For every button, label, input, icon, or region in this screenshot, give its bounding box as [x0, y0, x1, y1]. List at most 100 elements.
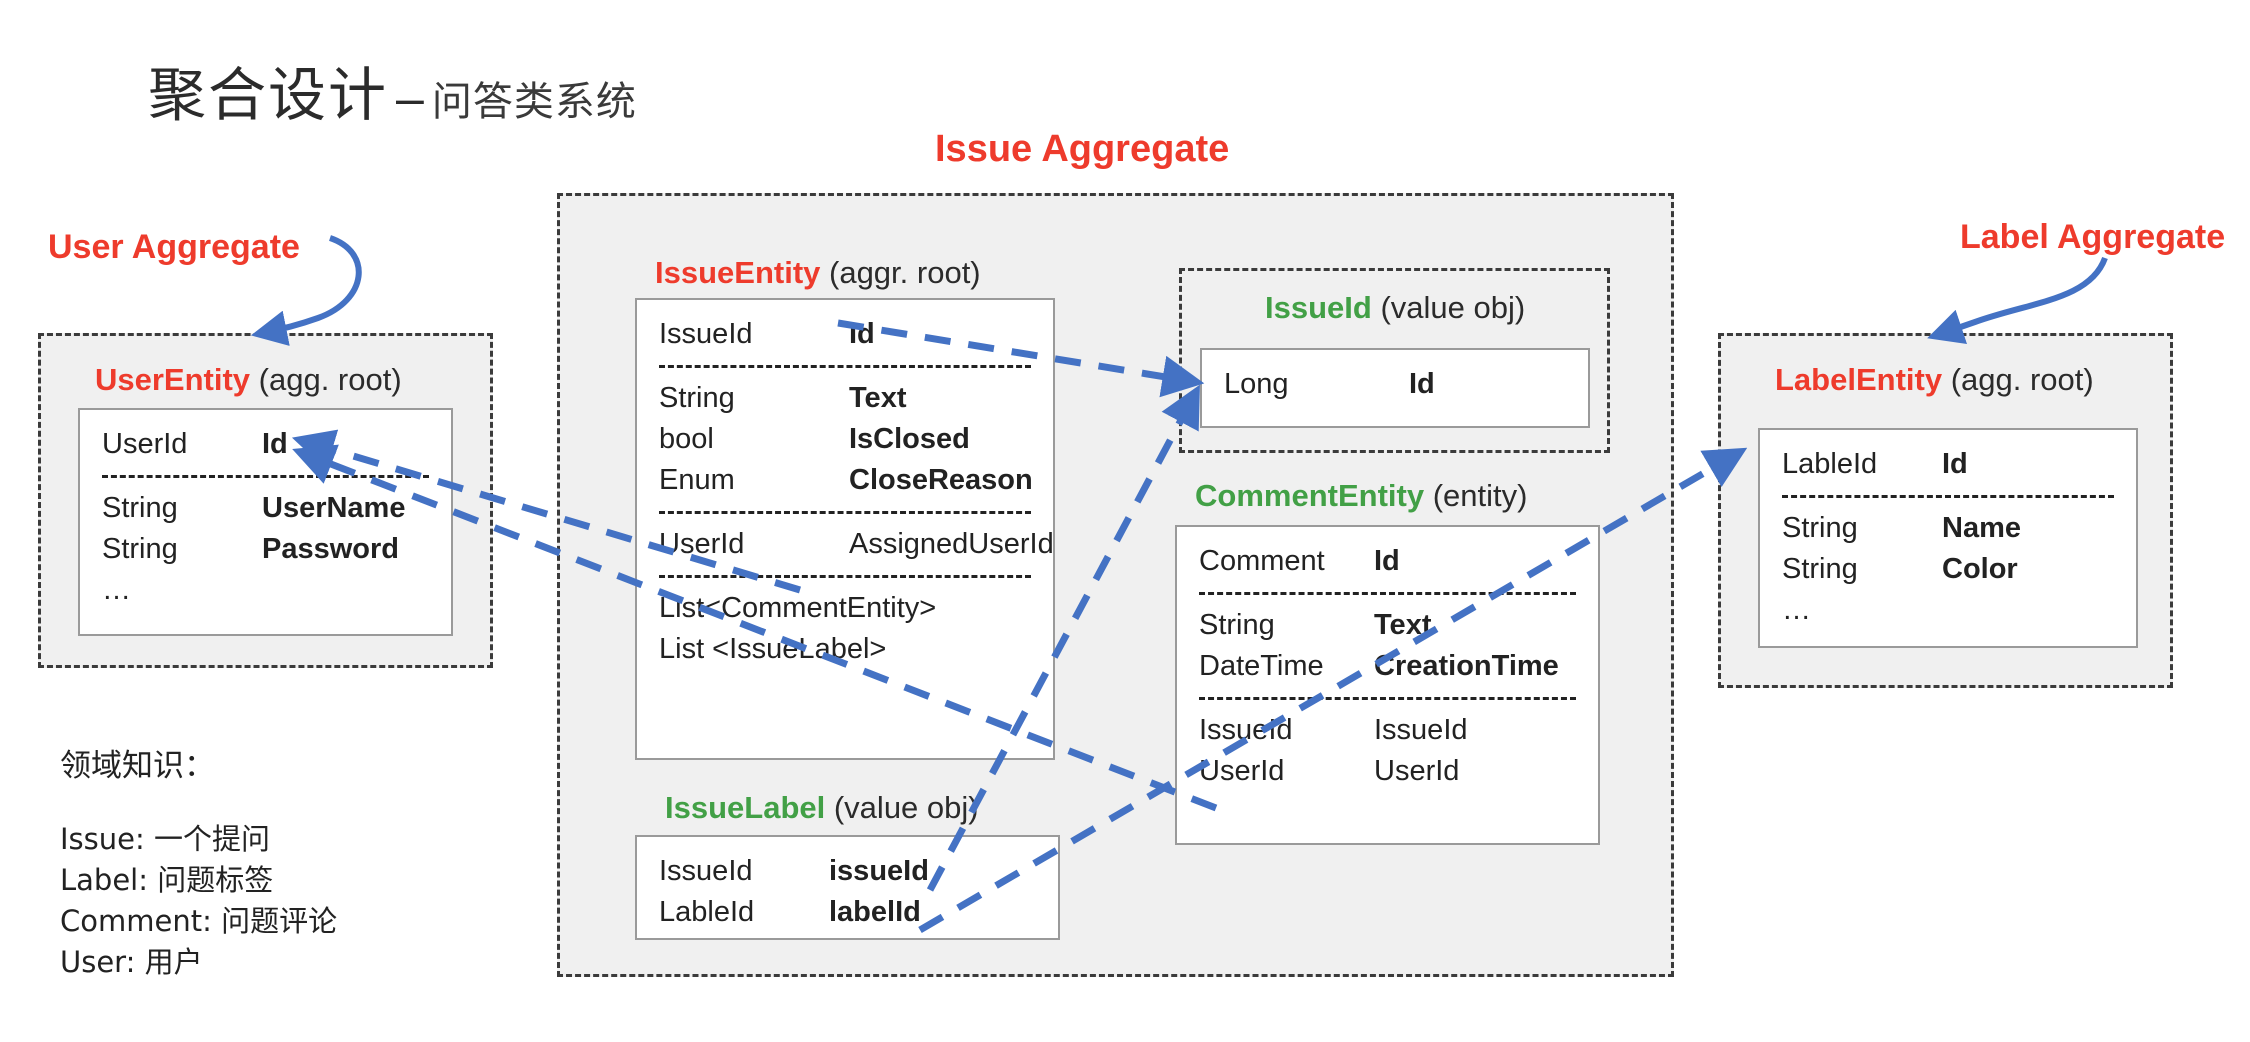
attribute-name: IssueId	[1374, 714, 1468, 746]
attribute-type: …	[1782, 594, 1811, 626]
attribute-type: List<CommentEntity>	[659, 592, 937, 624]
attribute-row: UserId AssignedUserId	[637, 524, 1054, 565]
commententity-caption: CommentEntity (entity)	[1195, 478, 1527, 514]
label-aggregate-label: Label Aggregate	[1960, 218, 2226, 256]
issueentity-kind: (aggr. root)	[820, 255, 981, 290]
label-aggregate-pointer-arrow	[1927, 256, 2108, 344]
attribute-row: LableId Id	[1760, 444, 2136, 485]
issue-aggregate-label: Issue Aggregate	[935, 128, 1230, 170]
attribute-row: bool IsClosed	[637, 419, 1053, 460]
attribute-name: Password	[262, 533, 399, 565]
userentity-caption: UserEntity (agg. root)	[95, 362, 402, 398]
attribute-row: String Text	[637, 378, 1053, 419]
attribute-row: List <IssueLabel>	[637, 629, 1053, 670]
attribute-row: String Text	[1177, 605, 1598, 646]
attribute-row: UserId Id	[80, 424, 451, 465]
row-divider	[659, 365, 1031, 368]
attribute-row: …	[80, 570, 451, 611]
attribute-type: IssueId	[659, 855, 753, 887]
attribute-row: IssueId IssueId	[1177, 710, 1598, 751]
attribute-name: Name	[1942, 512, 2021, 544]
labelentity-name: LabelEntity	[1775, 362, 1943, 397]
issueid-name: IssueId	[1265, 290, 1372, 325]
row-divider	[102, 475, 429, 478]
issuelabel-kind: (value obj)	[825, 790, 979, 825]
attribute-type: String	[1782, 512, 1858, 544]
attribute-row: …	[1760, 590, 2136, 631]
attribute-name: UserName	[262, 492, 406, 524]
domain-knowledge-line: User: 用户	[60, 945, 203, 979]
page-title-sub: 问答类系统	[431, 79, 637, 125]
issueid-caption: IssueId (value obj)	[1265, 290, 1525, 326]
row-divider	[659, 575, 1031, 578]
attribute-name: Id	[1942, 448, 1968, 480]
attribute-name: AssignedUserId	[849, 528, 1054, 560]
attribute-type: String	[102, 492, 178, 524]
attribute-type: bool	[659, 423, 714, 455]
attribute-type: DateTime	[1199, 650, 1324, 682]
page-title-main: 聚合设计	[148, 61, 389, 129]
attribute-type: LableId	[659, 896, 755, 928]
issueentity-caption: IssueEntity (aggr. root)	[655, 255, 981, 291]
attribute-type: String	[1199, 609, 1275, 641]
row-divider	[659, 511, 1031, 514]
attribute-name: Id	[1374, 545, 1400, 577]
attribute-row: LableId labelId	[637, 892, 1058, 933]
labelentity-kind: (agg. root)	[1942, 362, 2094, 397]
attribute-row: Comment Id	[1177, 541, 1598, 582]
attribute-row: DateTime CreationTime	[1177, 646, 1598, 687]
attribute-type: UserId	[102, 428, 188, 460]
attribute-type: LableId	[1782, 448, 1878, 480]
attribute-name: Text	[1374, 609, 1432, 641]
userentity-name: UserEntity	[95, 362, 251, 397]
page-title: 聚合设计–问答类系统	[148, 48, 637, 132]
attribute-type: List <IssueLabel>	[659, 633, 887, 665]
row-divider	[1199, 697, 1576, 700]
issuelabel-caption: IssueLabel (value obj)	[665, 790, 979, 826]
attribute-name: Id	[849, 318, 875, 350]
domain-knowledge-line: Issue: 一个提问	[60, 822, 270, 856]
attribute-name: IsClosed	[849, 423, 970, 455]
commententity-kind: (entity)	[1424, 478, 1528, 513]
attribute-name: Text	[849, 382, 907, 414]
attribute-type: IssueId	[659, 318, 753, 350]
attribute-row: IssueId Id	[637, 314, 1053, 355]
attribute-type: UserId	[659, 528, 745, 560]
attribute-row: String Name	[1760, 508, 2136, 549]
commententity-name: CommentEntity	[1195, 478, 1425, 513]
userentity-kind: (agg. root)	[250, 362, 402, 397]
labelentity-caption: LabelEntity (agg. root)	[1775, 362, 2094, 398]
row-divider	[1199, 592, 1576, 595]
attribute-name: Id	[262, 428, 288, 460]
domain-knowledge-title: 领域知识：	[60, 748, 215, 784]
attribute-row: String UserName	[80, 488, 451, 529]
attribute-type: String	[659, 382, 735, 414]
attribute-name: UserId	[1374, 755, 1460, 787]
attribute-row: IssueId issueId	[637, 851, 1058, 892]
attribute-row: List<CommentEntity>	[637, 588, 1053, 629]
user-aggregate-label: User Aggregate	[48, 228, 300, 266]
issuelabel-name: IssueLabel	[665, 790, 826, 825]
attribute-name: CreationTime	[1374, 650, 1559, 682]
attribute-name: labelId	[829, 896, 921, 928]
attribute-name: issueId	[829, 855, 929, 887]
attribute-name: Id	[1409, 368, 1435, 400]
attribute-type: Comment	[1199, 545, 1325, 577]
page-title-dash: –	[396, 70, 424, 126]
issueentity-name: IssueEntity	[655, 255, 821, 290]
attribute-type: IssueId	[1199, 714, 1293, 746]
row-divider	[1782, 495, 2114, 498]
attribute-type: …	[102, 574, 131, 606]
